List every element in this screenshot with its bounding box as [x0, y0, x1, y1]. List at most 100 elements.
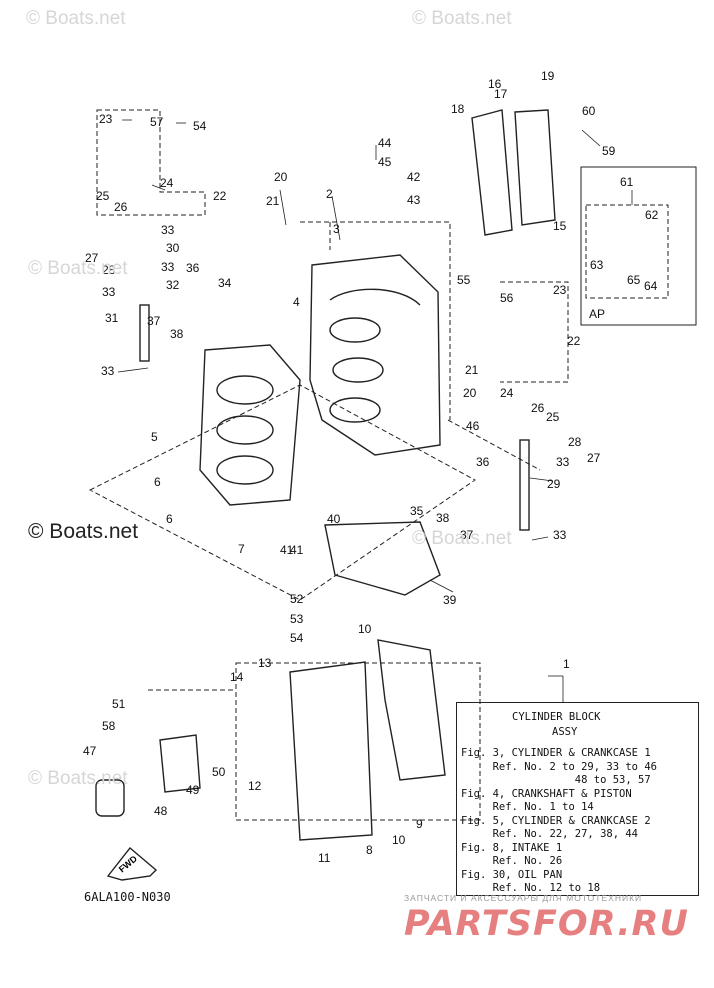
- part-number-label: 25: [96, 189, 110, 203]
- part-number-label: 4: [293, 295, 300, 309]
- part-number-label: 54: [193, 119, 207, 133]
- part-number-label: 55: [457, 273, 471, 287]
- part-number-label: 53: [290, 612, 304, 626]
- part-number-label: 31: [105, 311, 119, 325]
- part-number-label: 3: [333, 222, 340, 236]
- part-number-label: 33: [161, 260, 175, 274]
- part-number-label: 40: [327, 512, 341, 526]
- part-number-label: 34: [218, 276, 232, 290]
- part-number-label: 60: [582, 104, 596, 118]
- part-number-label: 11: [318, 851, 331, 865]
- part-number-label: 23: [553, 283, 567, 297]
- legend-line: Fig. 30, OIL PAN: [461, 868, 563, 881]
- part-number-label: 44: [378, 136, 392, 150]
- watermark-top-right: © Boats.net: [412, 8, 512, 29]
- part-number-label: 51: [112, 697, 126, 711]
- part-number-label: 59: [602, 144, 616, 158]
- legend-line: Ref. No. 26: [461, 855, 563, 867]
- diagram-code: 6ALA100-N030: [84, 890, 171, 904]
- legend-line: Fig. 4, CRANKSHAFT & PISTON: [461, 787, 632, 800]
- part-number-label: 52: [290, 592, 304, 606]
- legend-line: Fig. 5, CYLINDER & CRANKCASE 2: [461, 814, 651, 827]
- part-number-label: 10: [358, 622, 372, 636]
- part-number-label: 37: [460, 528, 474, 542]
- part-number-label: 27: [85, 251, 99, 265]
- part-number-label: 6: [154, 475, 161, 489]
- part-number-label: 65: [627, 273, 641, 287]
- part-number-label: 63: [590, 258, 604, 272]
- fwd-label: FWD: [117, 853, 140, 874]
- part-number-label: 18: [451, 102, 465, 116]
- part-number-label: 45: [378, 155, 392, 169]
- part-number-label: 48: [154, 804, 168, 818]
- part-number-label: 41: [290, 543, 304, 557]
- part-number-label: 38: [436, 511, 450, 525]
- part-number-label: 17: [494, 87, 508, 101]
- part-number-label: 23: [99, 112, 113, 126]
- part-number-label: 22: [213, 189, 227, 203]
- part-number-label: 37: [147, 314, 161, 328]
- part-number-label: 14: [230, 670, 244, 684]
- legend-line: Ref. No. 12 to 18: [461, 882, 601, 894]
- legend-line: Ref. No. 1 to 14: [461, 801, 594, 813]
- part-number-label: 27: [587, 451, 601, 465]
- inset-ap-label: AP: [589, 307, 605, 321]
- part-number-label: 12: [248, 779, 262, 793]
- part-number-label: 19: [541, 69, 555, 83]
- legend-line: 48 to 53, 57: [461, 774, 651, 786]
- part-number-label: 8: [366, 843, 373, 857]
- part-number-label: 2: [326, 187, 333, 201]
- legend-subtitle: ASSY: [552, 726, 578, 738]
- part-number-label: 33: [102, 285, 116, 299]
- legend-line: Ref. No. 2 to 29, 33 to 46: [461, 760, 657, 773]
- part-number-label: 41: [280, 543, 294, 557]
- part-number-label: 38: [170, 327, 184, 341]
- part-number-label: 7: [238, 542, 245, 556]
- part-number-label: 10: [392, 833, 406, 847]
- part-number-label: 36: [186, 261, 200, 275]
- part-number-label: 1: [563, 657, 570, 671]
- part-number-label: 26: [531, 401, 545, 415]
- part-number-label: 46: [466, 419, 480, 433]
- part-number-label: 56: [500, 291, 514, 305]
- part-number-label: 20: [463, 386, 477, 400]
- part-number-label: 26: [114, 200, 128, 214]
- part-number-label: 32: [166, 278, 180, 292]
- part-number-label: 61: [620, 175, 634, 189]
- watermark-top-left: © Boats.net: [26, 8, 126, 29]
- part-number-label: 50: [212, 765, 226, 779]
- part-number-label: 33: [553, 528, 567, 542]
- part-number-label: 20: [274, 170, 288, 184]
- part-number-label: 15: [553, 219, 567, 233]
- part-number-label: 39: [443, 593, 457, 607]
- part-number-label: 58: [102, 719, 116, 733]
- part-number-label: 36: [476, 455, 490, 469]
- part-number-label: 5: [151, 430, 158, 444]
- part-number-label: 24: [160, 176, 174, 190]
- part-number-label: 30: [166, 241, 180, 255]
- watermark-lower-left: © Boats.net: [28, 768, 128, 789]
- watermark-main: © Boats.net: [28, 520, 139, 543]
- part-number-label: 6: [166, 512, 173, 526]
- brand-logo: PARTSFOR.RU: [404, 904, 689, 944]
- part-number-label: 13: [258, 656, 272, 670]
- part-number-label: 33: [101, 364, 115, 378]
- part-number-label: 43: [407, 193, 421, 207]
- legend-line: Fig. 8, INTAKE 1: [461, 841, 563, 854]
- legend-title: CYLINDER BLOCK: [512, 711, 601, 723]
- part-number-label: 9: [416, 817, 423, 831]
- part-number-label: 54: [290, 631, 304, 645]
- legend-line: Ref. No. 22, 27, 38, 44: [461, 828, 639, 840]
- part-number-label: 16: [488, 77, 502, 91]
- part-number-label: 29: [547, 477, 561, 491]
- part-number-label: 47: [83, 744, 97, 758]
- part-number-label: 64: [644, 279, 658, 293]
- brand-subtitle: ЗАПЧАСТИ И АКСЕССУАРЫ ДЛЯ МОТОТЕХНИКИ: [404, 893, 643, 903]
- part-number-label: 35: [410, 504, 424, 518]
- part-number-label: 33: [161, 223, 175, 237]
- part-number-label: 24: [500, 386, 514, 400]
- part-number-label: 42: [407, 170, 421, 184]
- legend-box: CYLINDER BLOCK ASSY Fig. 3, CYLINDER & C…: [456, 702, 699, 896]
- legend-line: Fig. 3, CYLINDER & CRANKCASE 1: [461, 747, 651, 759]
